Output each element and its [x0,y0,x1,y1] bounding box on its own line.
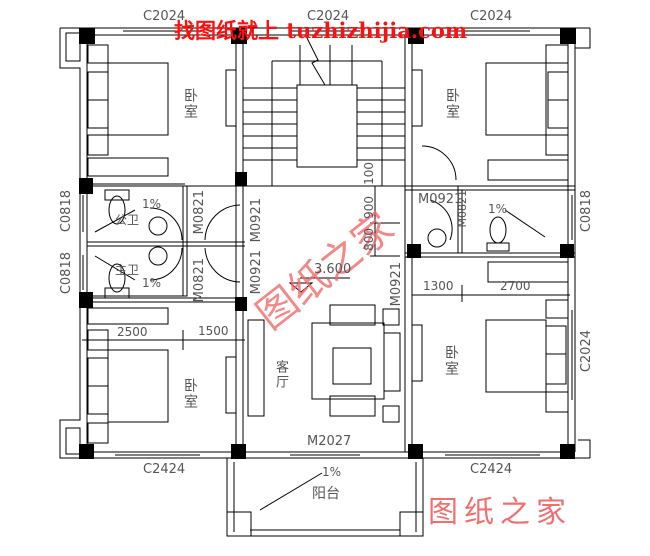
door-label-corridor-left-upper: M0921 [249,198,264,243]
door-swings [149,145,457,283]
window-label-bottom-left: C2424 [143,462,186,477]
room-label-bedroom-top-left: 卧室 [182,88,198,120]
slope-balcony: 1% [322,465,342,479]
dimension-2500: 2500 [117,325,148,339]
staircase [243,37,405,186]
elevation-mark: 3.600 [314,262,352,277]
window-label-left-lower: C0818 [59,252,74,295]
door-label-right-bedroom: M0921 [418,192,463,207]
door-label-left-bath-lower: M0821 [192,258,207,303]
window-label-top-left: C2024 [143,9,186,24]
dimension-2700: 2700 [500,279,531,293]
room-label-bedroom-bottom-right: 卧室 [443,345,459,377]
structural-columns [79,28,576,459]
window-label-top-right: C2024 [470,9,513,24]
bathroom-fixtures [94,189,546,511]
window-label-top-center: C2024 [307,9,350,24]
door-label-right-lower: M0921 [389,262,404,307]
furniture-beds [87,44,569,444]
dimension-800: 800 [362,228,376,251]
room-label-master-bath: 主卫 [115,263,140,277]
door-label-left-bath-upper: M0821 [192,190,207,235]
dimension-100: 100 [362,162,376,185]
room-label-public-bath: 公卫 [115,213,140,227]
slope-master-bath: 1% [142,276,162,290]
dimension-1300: 1300 [423,279,454,293]
dimension-1500: 1500 [198,324,229,338]
room-label-balcony: 阳台 [312,486,340,502]
room-label-living: 客厅 [273,360,288,390]
window-label-right-lower: C2024 [579,330,594,373]
window-label-bottom-right: C2424 [470,462,513,477]
windows [82,30,573,456]
dimension-lines [82,186,570,350]
window-label-right-upper: C0818 [579,190,594,233]
dimension-900: 900 [362,196,376,219]
room-label-bedroom-top-right: 卧室 [444,88,460,120]
door-label-corridor-left-lower: M0921 [249,250,264,295]
slope-public-bath: 1% [142,197,162,211]
watermark-top: 找图纸就上 tuzhizhijia.com [174,18,468,43]
slope-right-bath: 1% [488,202,508,216]
watermark-bottom: 图纸之家 [428,495,572,530]
window-label-left-upper: C0818 [59,190,74,233]
door-label-right-bath: M0821 [456,190,469,228]
living-furniture [311,304,401,423]
room-label-bedroom-bottom-left: 卧室 [182,378,198,410]
door-label-living-main: M2027 [307,434,352,449]
